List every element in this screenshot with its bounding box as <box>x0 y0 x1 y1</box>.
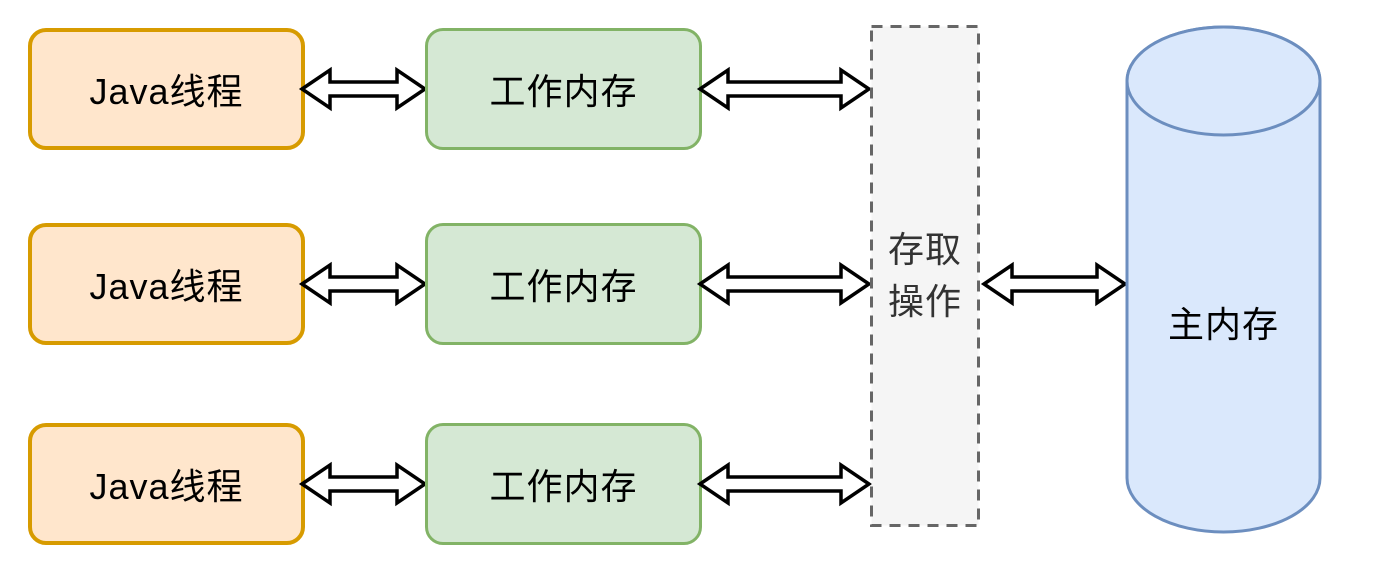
main-memory-cylinder <box>1125 25 1322 534</box>
java-thread-node-1: Java线程 <box>28 28 305 150</box>
access-operations-label: 存取操作 <box>887 229 962 322</box>
bidirectional-arrow-icon <box>298 261 429 307</box>
java-thread-node-2: Java线程 <box>28 223 305 345</box>
access-operations-box: 存取操作 <box>870 25 980 527</box>
working-memory-label-3: 工作内存 <box>489 466 638 507</box>
working-memory-label-2: 工作内存 <box>489 266 638 307</box>
java-thread-node-3: Java线程 <box>28 423 305 545</box>
bidirectional-arrow-icon <box>696 261 873 307</box>
java-thread-label-1: Java线程 <box>89 71 244 112</box>
java-thread-label-2: Java线程 <box>89 266 244 307</box>
bidirectional-arrow-icon <box>696 66 873 112</box>
bidirectional-arrow-icon <box>696 461 873 507</box>
dashed-border <box>870 25 980 527</box>
bidirectional-arrow-icon <box>980 261 1129 307</box>
working-memory-node-3: 工作内存 <box>425 423 702 545</box>
working-memory-node-1: 工作内存 <box>425 28 702 150</box>
java-thread-label-3: Java线程 <box>89 466 244 507</box>
working-memory-label-1: 工作内存 <box>489 71 638 112</box>
working-memory-node-2: 工作内存 <box>425 223 702 345</box>
bidirectional-arrow-icon <box>298 461 429 507</box>
bidirectional-arrow-icon <box>298 66 429 112</box>
main-memory-label: 主内存 <box>1167 304 1279 345</box>
